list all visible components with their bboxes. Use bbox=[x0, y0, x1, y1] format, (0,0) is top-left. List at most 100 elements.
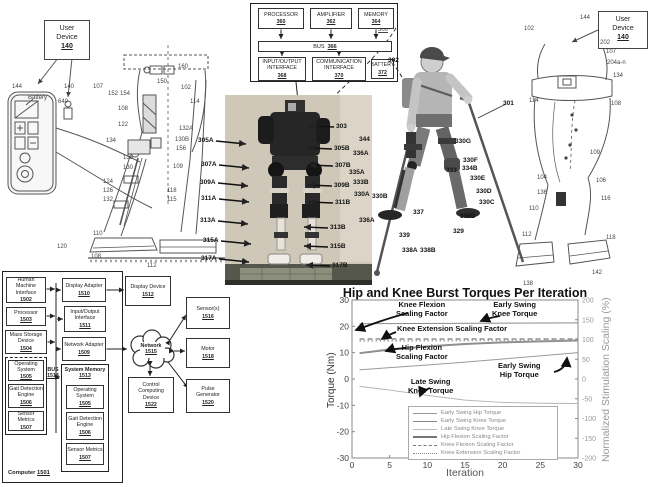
ref-label: 156 bbox=[176, 146, 187, 152]
ref-label: 336A bbox=[353, 150, 369, 157]
bus-label: BUS 1514 bbox=[45, 367, 61, 380]
box-label: Pulse bbox=[201, 386, 215, 393]
legend-label: Early Swing Knee Torque bbox=[441, 418, 506, 424]
svg-text:-200: -200 bbox=[582, 456, 596, 463]
ref-number: 1518 bbox=[202, 353, 214, 360]
user-device-label: Device bbox=[612, 25, 634, 33]
box-label: Generator bbox=[196, 392, 220, 399]
user-device-label: User bbox=[59, 25, 75, 32]
ref-label: 126 bbox=[103, 188, 114, 194]
ref-number: 1520 bbox=[202, 399, 214, 406]
legend-line-sample bbox=[413, 436, 437, 438]
ref-label: 138 bbox=[123, 155, 134, 161]
svg-text:100: 100 bbox=[582, 337, 594, 344]
leg-figure-art bbox=[515, 29, 613, 267]
chart-title: Hip and Knee Burst Torques Per Iteration bbox=[342, 286, 588, 300]
box-mass-storage: Mass Storage Device 1504 bbox=[5, 330, 47, 354]
ref-number: 1501 bbox=[37, 470, 50, 476]
ref-number: 1507 bbox=[20, 424, 32, 431]
annotation-line: Knee Flexion bbox=[398, 300, 446, 309]
chart-legend: Early Swing Hip Torque Early Swing Knee … bbox=[408, 406, 558, 460]
box-system-memory: System Memory 1513 bbox=[63, 367, 107, 380]
ref-label: 317A bbox=[201, 255, 217, 262]
box-gait-detection-2: Gait Detection Engine 1506 bbox=[66, 412, 104, 440]
box-label: Computer bbox=[8, 470, 36, 476]
ref-label: 344 bbox=[359, 136, 370, 143]
box-display-device: Display Device 1512 bbox=[125, 276, 171, 306]
box-label: System bbox=[76, 393, 94, 400]
box-motor: Motor 1518 bbox=[186, 338, 230, 368]
ref-label: Battery bbox=[28, 95, 48, 101]
chart-annotation: Hip Flexion Scaling Factor bbox=[396, 343, 448, 361]
legend-line-sample bbox=[413, 444, 437, 446]
computer-label: Computer 1501 bbox=[8, 470, 50, 476]
ref-label: 110 bbox=[529, 206, 539, 212]
legend-entry: Hip Flexion Scaling Factor bbox=[413, 433, 553, 441]
computer-diagram-arrows bbox=[42, 283, 189, 433]
box-label: BATTERY bbox=[370, 62, 395, 69]
ref-label: 311A bbox=[201, 195, 217, 202]
ref-label: 329 bbox=[453, 228, 464, 235]
svg-text:150: 150 bbox=[582, 317, 594, 324]
box-label: Network bbox=[140, 343, 162, 349]
annotation-line: Early Swing bbox=[498, 361, 541, 370]
box-label: Sensor Metrics bbox=[17, 411, 35, 424]
ref-number: 360 bbox=[276, 19, 286, 25]
box-operating-system-2: Operating System 1505 bbox=[66, 385, 104, 409]
box-label: Gait Detection bbox=[68, 416, 102, 423]
ref-number: 1503 bbox=[20, 317, 32, 323]
legend-label: Knee Extension Scaling Factor bbox=[441, 450, 521, 456]
box-gait-detection-1: Gait Detection Engine 1506 bbox=[8, 384, 44, 408]
chart-annotation: Knee Extension Scaling Factor bbox=[397, 324, 507, 333]
ref-label: 118 bbox=[606, 235, 616, 241]
ref-number: 366 bbox=[327, 43, 337, 50]
ref-label: 300 bbox=[378, 27, 389, 33]
box-io-interface-1511: Input/Output Interface 1511 bbox=[64, 306, 106, 332]
svg-text:10: 10 bbox=[340, 348, 350, 358]
svg-text:-10: -10 bbox=[337, 400, 350, 410]
ref-label: 109 bbox=[173, 164, 184, 170]
svg-text:10: 10 bbox=[423, 460, 433, 470]
annotation-line: Knee Extension Scaling Factor bbox=[397, 324, 508, 333]
box-display-adapter: Display Adapter 1510 bbox=[62, 278, 106, 302]
ref-number: 362 bbox=[326, 19, 336, 25]
ref-number: 370 bbox=[334, 72, 344, 79]
ref-label: 330F bbox=[463, 157, 478, 164]
user-device-box-left: User Device 140 bbox=[44, 20, 90, 60]
ref-label: 333B bbox=[353, 179, 369, 186]
box-label: INTERFACE bbox=[324, 65, 354, 72]
ref-label: 116 bbox=[601, 196, 611, 202]
ref-label: 112 bbox=[522, 232, 532, 238]
box-label: Display Device bbox=[130, 284, 166, 291]
annotation-line: Late Swing bbox=[410, 377, 451, 386]
ref-label: 109 bbox=[590, 150, 601, 156]
box-io-interface: INPUT/OUTPUT INTERFACE 368 bbox=[258, 57, 306, 81]
ref-label: 330A bbox=[354, 191, 370, 198]
user-device-connectors bbox=[37, 57, 153, 209]
ref-number: 368 bbox=[277, 72, 287, 79]
ref-label: 311B bbox=[335, 199, 351, 206]
ref-label: 154 bbox=[120, 91, 131, 97]
ref-label: 132 bbox=[103, 197, 114, 203]
svg-text:0: 0 bbox=[344, 374, 349, 384]
annotation-line: Knee Torque bbox=[408, 386, 454, 395]
ref-label: 202 bbox=[600, 40, 611, 46]
box-sensor-metrics-1: Sensor Metrics 1507 bbox=[8, 411, 44, 431]
box-sensor-metrics-2: Sensor Metrics 1507 bbox=[66, 443, 104, 465]
box-label: System Memory bbox=[64, 367, 106, 373]
ref-number: 1515 bbox=[145, 349, 157, 356]
box-label: Interface bbox=[74, 315, 96, 322]
ref-label: 112 bbox=[147, 263, 157, 269]
box-processor: PROCESSOR 360 bbox=[258, 8, 304, 29]
network-label: Network 1515 bbox=[132, 343, 170, 356]
ref-label: 160 bbox=[178, 64, 189, 70]
ref-label: 134 bbox=[106, 138, 117, 144]
ref-label: 114 bbox=[190, 99, 200, 105]
box-processor-1503: Processor 1503 bbox=[6, 307, 46, 326]
ref-label: 107 bbox=[606, 49, 617, 55]
ref-label: 134 bbox=[613, 73, 624, 79]
